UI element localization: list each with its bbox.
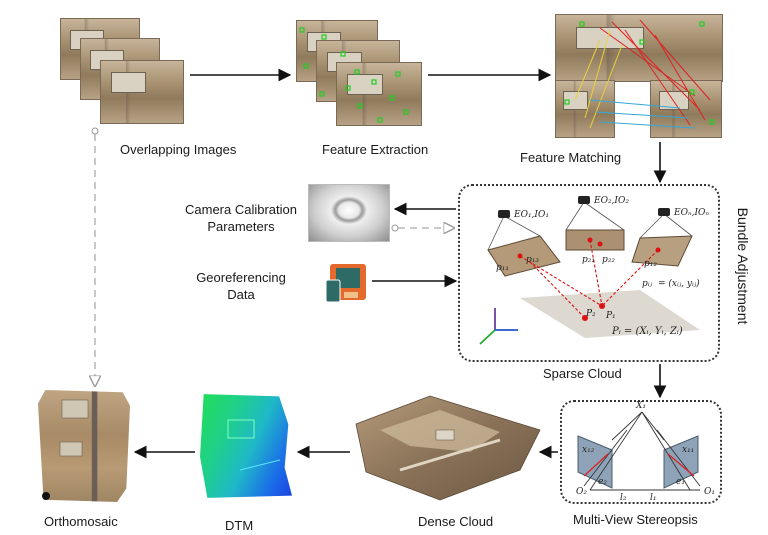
overlapping-images-label: Overlapping Images: [120, 142, 237, 157]
axes-icon: [479, 308, 518, 345]
dense-cloud-label: Dense Cloud: [418, 514, 494, 529]
orthomosaic-label: Orthomosaic: [44, 514, 118, 529]
eo-n-label: EOₙ,IOₙ: [673, 208, 709, 218]
image-plane-3: [631, 235, 693, 267]
eo-2-label: EO₂,IO₂: [593, 196, 629, 206]
p-11-label: p₁₁: [496, 263, 509, 273]
p-22-label: p₂₂: [602, 255, 615, 265]
dtm-label: DTM: [225, 518, 254, 533]
p-12-label: p₁₂: [644, 259, 657, 269]
O1-label: O₁: [704, 487, 715, 497]
flow-arrows: [133, 68, 667, 459]
sparse-cloud-panel: [458, 184, 720, 362]
extraction-image-3: [336, 62, 422, 126]
p-ij-label: pᵢⱼ: [642, 279, 653, 289]
X1-label: X₁: [635, 401, 646, 411]
stereo-plane-right: [663, 435, 699, 489]
camera-2-icon: [578, 196, 590, 204]
camera-1-icon: [498, 210, 510, 218]
image-plane-2: [565, 229, 625, 251]
dtm-image: [200, 394, 292, 498]
e1-label: e₁: [676, 477, 685, 487]
camera-calibration-label: Camera Calibration Parameters: [176, 202, 306, 234]
sparse-cloud-label: Sparse Cloud: [543, 366, 622, 381]
dtm-details: [227, 419, 281, 471]
camera-n-icon: [658, 208, 670, 216]
dashed-start-dot-2: [391, 224, 399, 232]
x12-label: x₁₂: [582, 445, 595, 455]
sparse-ground-surface: [520, 290, 700, 338]
stereo-plane-left: [577, 435, 613, 489]
stereopsis-illustration: X₁ x₁₂ x₁₁ O₂ O₁ e₂ e₁ l₂ l₁: [576, 401, 715, 503]
x11-label: x₁₁: [682, 445, 694, 455]
gps-device-icon: [325, 264, 366, 303]
image-plane-1: [487, 235, 561, 277]
dense-cloud-model: [355, 395, 541, 501]
feature-matching-label: Feature Matching: [520, 150, 622, 165]
matching-feature-points: [564, 21, 715, 125]
georeferencing-line2: Data: [227, 287, 255, 302]
eo-1-label: EO₁,IO₁: [513, 210, 549, 220]
l2-label: l₂: [620, 493, 627, 503]
P-i-eq-label: Pᵢ = (Xᵢ, Yᵢ, Zᵢ): [611, 326, 683, 337]
calibration-image: [308, 184, 390, 242]
georeferencing-line1: Georeferencing: [196, 270, 286, 285]
dashed-start-dot-1: [91, 127, 99, 135]
georeferencing-label: Georeferencing Data: [182, 270, 300, 302]
camera-calibration-line2: Parameters: [207, 219, 275, 234]
P-1-label: P₁: [605, 311, 616, 321]
camera-calibration-line1: Camera Calibration: [185, 202, 297, 217]
overlap-image-3: [100, 60, 184, 124]
multi-view-stereopsis-panel: [560, 400, 722, 504]
match-lines: [574, 19, 711, 129]
e2-label: e₂: [598, 477, 607, 487]
feature-extraction-label: Feature Extraction: [322, 142, 429, 157]
sparse-cloud-illustration: EO₁,IO₁ EO₂,IO₂ EOₙ,IOₙ p₁₃ p₁₁ p₂₁ p₂₂ …: [479, 196, 709, 345]
camera-icons: [498, 196, 670, 218]
multi-view-stereopsis-label: Multi-View Stereopsis: [573, 512, 698, 527]
P-2-label: P₂: [585, 309, 596, 319]
feature-points: [299, 27, 409, 123]
p-21-label: p₂₁: [582, 255, 595, 265]
p-13-label: p₁₃: [526, 255, 539, 265]
dashed-connectors: [95, 134, 454, 386]
p-ij-eq-label: = (xᵢⱼ, yᵢⱼ): [658, 278, 700, 289]
l1-label: l₁: [650, 493, 657, 503]
O2-label: O₂: [576, 487, 587, 497]
orthomosaic-details: [42, 399, 89, 500]
